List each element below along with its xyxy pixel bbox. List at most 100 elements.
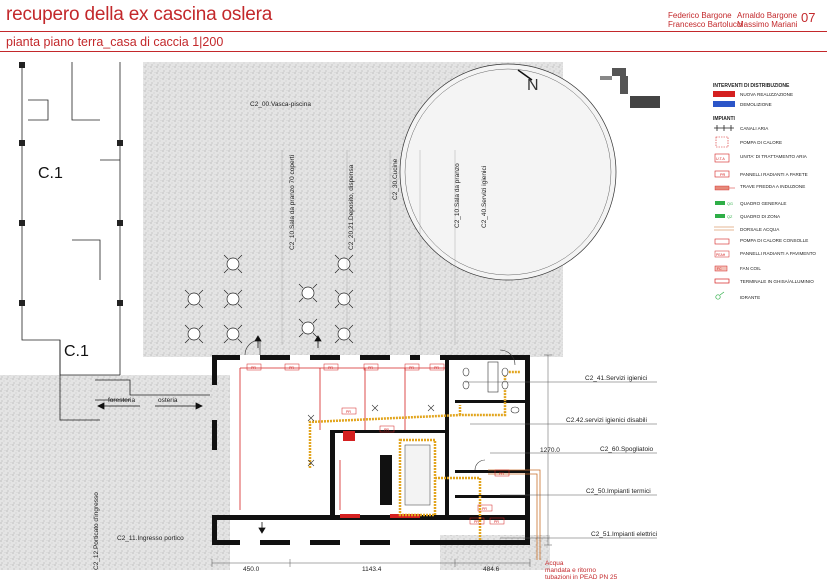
room-label: C2_11.Ingresso portico — [117, 535, 184, 542]
legend-heading: IMPIANTI — [713, 116, 736, 122]
existing-building — [21, 62, 210, 421]
panel-tag: PR — [384, 428, 389, 432]
legend-symbol-text: FC — [717, 267, 722, 271]
chairs — [184, 254, 354, 344]
room-label: C2_41.Servizi igienici — [585, 375, 647, 382]
legend-label: PANNELLI RADIANTI A PARETE — [740, 172, 808, 177]
author-name: Massimo Mariani — [737, 19, 798, 29]
panel-tags — [246, 363, 510, 525]
panel-tag: PR — [474, 520, 479, 524]
dimension-value: 484.6 — [483, 566, 500, 573]
panel-tag: PR — [251, 366, 256, 370]
legend-label: DEMOLIZIONE — [740, 102, 772, 107]
legend-swatch-new — [713, 91, 735, 97]
panel-tag: PR — [289, 366, 294, 370]
author-name: Francesco Bartolucci — [668, 19, 743, 29]
pipe-note: mandata e ritorno — [545, 567, 596, 574]
air-handling-unit — [404, 444, 431, 506]
legend-label: NUOVA REALIZZAZIONE — [740, 92, 793, 97]
subtitle-rule — [0, 51, 827, 52]
page-title: recupero della ex cascina oslera — [6, 4, 273, 25]
legend-label: PANNELLI RADIANTI A PAVIMENTO — [740, 251, 816, 256]
room-label: C2_20,21.Deposito, dispensa — [348, 164, 355, 250]
radiant-panels — [239, 367, 445, 510]
panel-tag: PR — [328, 366, 333, 370]
hydrant-icon — [715, 291, 725, 300]
room-label: C2_60.Spogliatoio — [600, 446, 654, 453]
legend-label: UNITA' DI TRATTAMENTO ARIA — [740, 154, 808, 159]
panel-tag: PR — [368, 366, 373, 370]
panel-tag: PR — [434, 366, 439, 370]
room-label: C2.42.servizi igienici disabili — [566, 417, 647, 424]
author-name: Arnaldo Bargone — [737, 11, 798, 20]
legend-label: DORSALE ACQUA — [740, 227, 780, 232]
floor-panel-icon — [714, 250, 730, 258]
panel-tag: PR — [494, 520, 499, 524]
wall-panel-icon — [714, 170, 730, 178]
pipe-note: tubazioni in PEAD PN 25 — [545, 574, 618, 581]
legend-symbol-text: QZ — [727, 215, 733, 219]
legend-label: FAN COIL — [740, 266, 761, 271]
panel-tag: PR — [409, 366, 414, 370]
fan-coil-icon — [714, 265, 728, 272]
wall-openings — [240, 355, 440, 545]
garden-area — [0, 375, 230, 570]
legend-label: TRAVE FREDDA A INDUZIONE — [740, 184, 805, 189]
legend-symbol-text: PEAH — [716, 253, 726, 257]
panel-tag: PR — [346, 410, 351, 414]
panel-tag: PR — [482, 507, 487, 511]
vent-diffusers — [307, 404, 435, 467]
arrow-label: osteria — [158, 397, 178, 404]
block-label: C.1 — [64, 343, 89, 360]
main-panel-icon — [715, 201, 725, 205]
key-map — [600, 68, 660, 108]
legend-label: QUADRO DI ZONA — [740, 214, 781, 219]
dimension-value: 1270.0 — [540, 447, 560, 454]
dimension-value: 450.0 — [243, 566, 260, 573]
building-walls — [212, 355, 530, 545]
room-label: C2_10.Sala da pranzo — [454, 163, 461, 228]
existing-building-columns — [19, 62, 123, 306]
header-rule — [0, 31, 827, 32]
room-leaders — [281, 150, 456, 345]
room-label: C2_51.Impianti elettrici — [591, 531, 657, 538]
radiator-icon — [714, 278, 730, 284]
legend-swatch-demolition — [713, 101, 735, 107]
room-label: C2_10.Sala da pranzo 70 coperti — [289, 155, 296, 250]
room-label: C2_30.Cucine — [392, 158, 399, 200]
legend-symbol-text: U.T.A — [716, 157, 725, 161]
legend-label: QUADRO GENERALE — [740, 201, 786, 206]
pool-outline — [399, 63, 617, 281]
legend-label: POMPA DI CALORE CONSOLLE — [740, 238, 808, 243]
north-arrow-icon: N — [517, 69, 539, 94]
author-name: Federico Bargone — [668, 11, 732, 20]
legend-symbol-text: PR — [720, 173, 726, 177]
panel-tag: PR — [499, 472, 504, 476]
legend-label: TERMINALE IN GHISA/ALLUMINIO — [740, 279, 814, 284]
chilled-beam-icon — [714, 185, 735, 191]
dining-tables — [187, 257, 351, 341]
room-label: C2_00.Vasca-piscina — [250, 101, 311, 108]
legend: INTERVENTI DI DISTRIBUZIONE NUOVA REALIZ… — [713, 83, 816, 300]
north-label: N — [527, 77, 539, 94]
legend-symbol-text: QG — [727, 202, 733, 206]
room-label: C2_40.Servizi igienici — [481, 166, 488, 228]
legend-heading: INTERVENTI DI DISTRIBUZIONE — [713, 83, 790, 89]
legend-label: POMPA DI CALORE — [740, 140, 782, 145]
page-number: 07 — [801, 10, 816, 25]
arrow-label: foresteria — [108, 397, 135, 404]
ducts-legend-icon — [714, 125, 734, 131]
legend-label: IDRANTE — [740, 295, 760, 300]
heat-pump-icon — [715, 136, 729, 148]
block-label: C.1 — [38, 165, 63, 182]
sanitary-fixtures — [462, 361, 520, 414]
authors-left: Federico Bargone Francesco Bartolucci — [668, 11, 743, 29]
zone-panel-icon — [715, 214, 725, 218]
air-unit-icon — [714, 153, 730, 163]
legend-label: CANALI ARIA — [740, 126, 769, 131]
pipe-note: Acqua — [545, 560, 564, 567]
dimension-lines — [211, 354, 552, 567]
room-label: C2_50.Impianti termici — [586, 488, 651, 495]
leader-lines — [465, 381, 657, 539]
